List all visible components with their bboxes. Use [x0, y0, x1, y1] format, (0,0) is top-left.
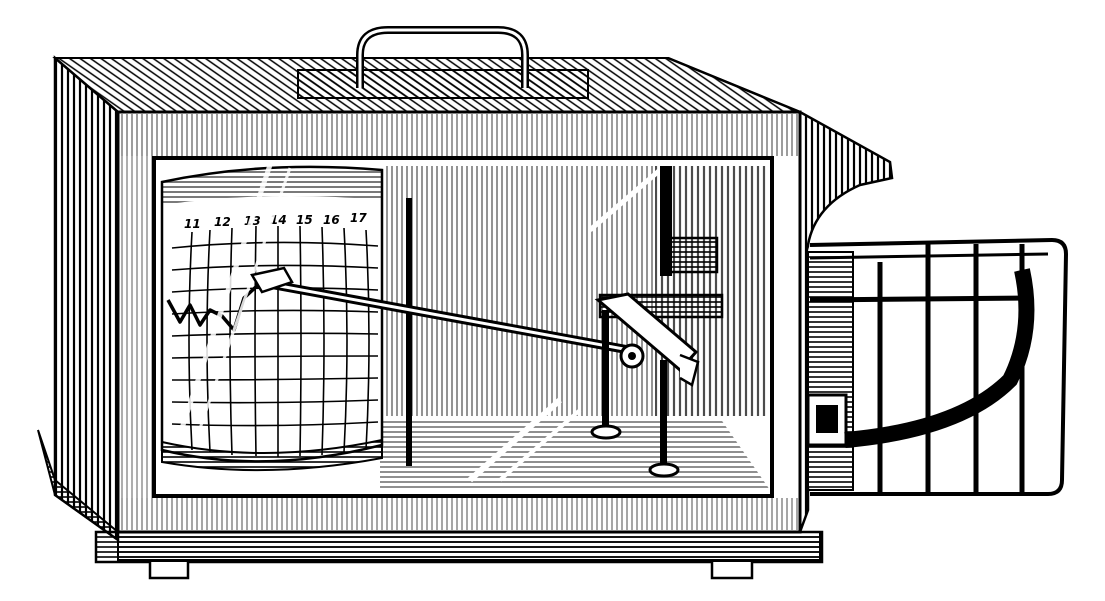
pen-arm: [250, 266, 641, 357]
lever-mechanism: [590, 166, 724, 478]
hour-label: 16: [323, 213, 340, 227]
chart-grid: [171, 225, 379, 457]
carry-handle: [297, 26, 589, 99]
recording-drum: 11 12 13 14 15 16 17: [160, 164, 384, 472]
hour-label: 12: [214, 215, 231, 229]
hour-label: 15: [296, 213, 313, 227]
sensor-cage: [806, 237, 1069, 496]
hour-label: 11: [184, 217, 201, 231]
hour-label: 17: [350, 211, 367, 225]
